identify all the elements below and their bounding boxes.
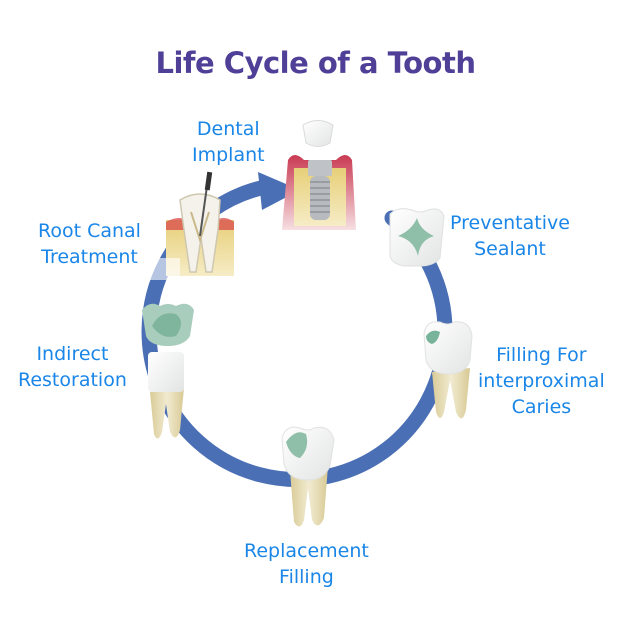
label-line: Indirect [36,343,109,365]
crown-restoration-icon [142,303,194,439]
label-replacement-filling: Replacement Filling [244,538,369,590]
label-filling-interproximal: Filling For interproximal Caries [478,342,605,420]
small-filling-tooth-icon [423,321,473,419]
label-line: Sealant [474,238,546,260]
label-line: Filling [279,566,334,588]
label-line: Filling For [496,344,587,366]
label-line: Implant [192,144,265,166]
dental-implant-icon [282,120,356,230]
large-filling-tooth-icon [281,426,335,527]
label-line: Replacement [244,540,369,562]
root-canal-icon [150,171,234,280]
label-line: Preventative [450,212,570,234]
label-line: Dental [196,118,260,140]
label-dental-implant: Dental Implant [192,116,265,168]
label-line: Root Canal [38,220,141,242]
label-root-canal: Root Canal Treatment [38,218,141,270]
label-line: interproximal [478,370,605,392]
arrow-head-icon [258,172,300,210]
label-line: Restoration [18,369,127,391]
label-indirect-restoration: Indirect Restoration [18,341,127,393]
sealant-tooth-icon [389,208,445,267]
label-line: Caries [511,396,572,418]
label-line: Treatment [41,246,138,268]
label-preventative-sealant: Preventative Sealant [450,210,570,262]
diagram-title: Life Cycle of a Tooth [155,46,476,80]
